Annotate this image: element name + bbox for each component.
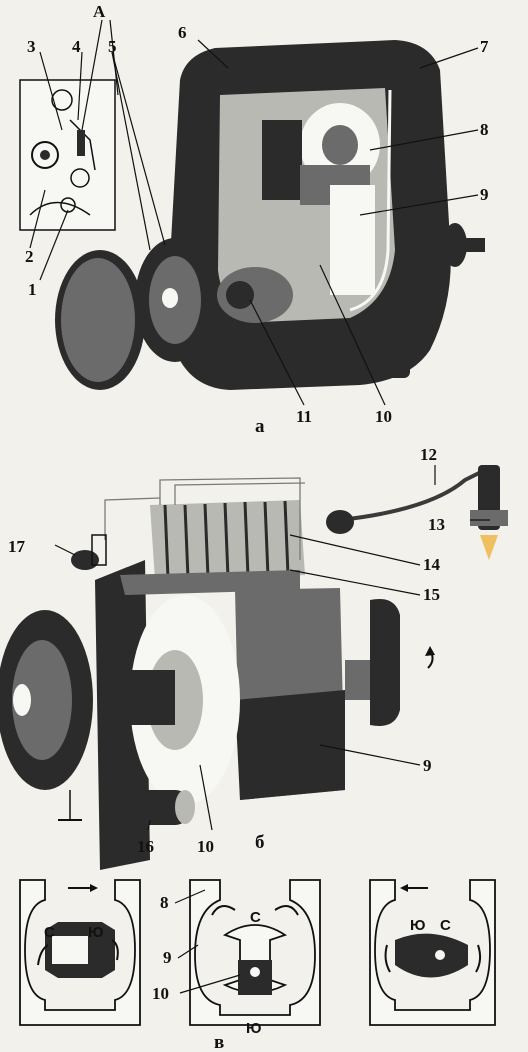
- label-1: 1: [28, 280, 37, 299]
- label-17: 17: [8, 537, 26, 556]
- label-14: 14: [423, 555, 441, 574]
- label-8: 8: [480, 120, 489, 139]
- pole-label-center-yu: Ю: [246, 1020, 261, 1037]
- subfigure-v: в: [214, 1032, 224, 1052]
- label-2: 2: [25, 247, 34, 266]
- rotor-positions: С Ю С Ю 8 9 10: [19, 879, 496, 1052]
- label-A: А: [93, 2, 106, 21]
- labels-a: А 3 4 5 2 1 6 7 8 9 10 11 а: [25, 2, 489, 437]
- label-6: 6: [178, 23, 187, 42]
- pole-label-right-yu: Ю: [410, 917, 425, 934]
- label-9-v: 9: [163, 948, 172, 967]
- magneto-exploded-view: [0, 465, 508, 870]
- pole-label-left-yu: Ю: [88, 924, 103, 941]
- label-15: 15: [423, 585, 440, 604]
- label-4: 4: [72, 37, 81, 56]
- breaker-detail-inset: [19, 79, 116, 231]
- label-10-v: 10: [152, 984, 169, 1003]
- label-16: 16: [137, 837, 154, 856]
- pole-label-center-s: С: [250, 909, 261, 926]
- rotor-position-right: Ю С: [369, 879, 496, 1026]
- magneto-assembled-view: [55, 40, 485, 390]
- label-5: 5: [108, 37, 117, 56]
- pole-label-left-s: С: [44, 924, 55, 941]
- rotor-position-center: С Ю 8 9 10: [152, 879, 321, 1037]
- leaders-b: [54, 465, 490, 831]
- label-10-b: 10: [197, 837, 214, 856]
- label-12: 12: [420, 445, 437, 464]
- label-7: 7: [480, 37, 489, 56]
- label-8-v: 8: [160, 893, 169, 912]
- subfigure-b: б: [255, 832, 265, 853]
- label-9-b: 9: [423, 756, 432, 775]
- pole-label-right-s: С: [440, 917, 451, 934]
- label-10: 10: [375, 407, 392, 426]
- label-11: 11: [296, 407, 312, 426]
- labels-b: 12 13 14 15 17 9 10 16 б: [8, 445, 445, 856]
- rotor-position-left: С Ю: [19, 879, 141, 1026]
- leaders-a: [29, 19, 479, 406]
- label-3: 3: [27, 37, 36, 56]
- label-9: 9: [480, 185, 489, 204]
- subfigure-a: а: [255, 416, 265, 437]
- label-13: 13: [428, 515, 445, 534]
